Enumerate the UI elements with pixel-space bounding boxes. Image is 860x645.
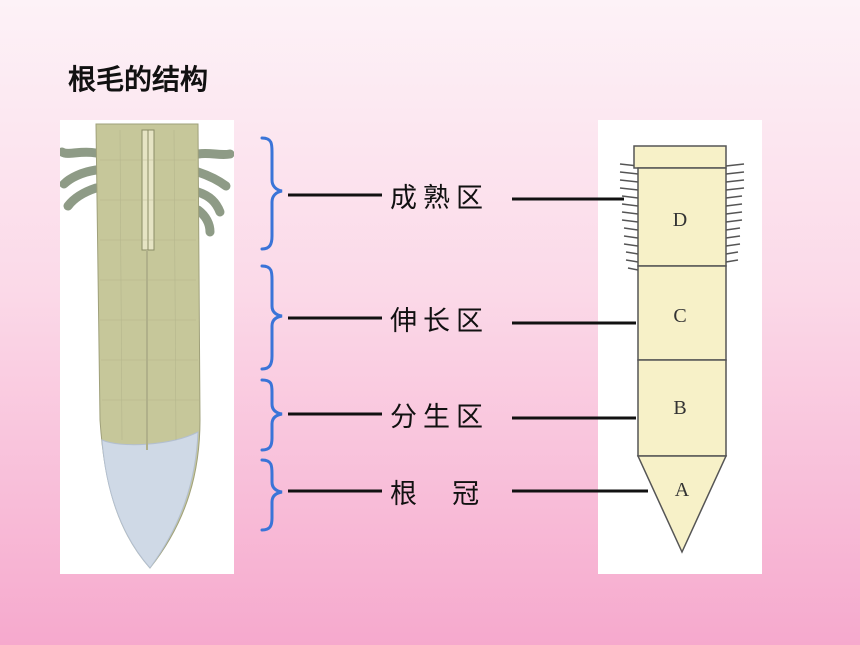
zone-a-block <box>636 455 728 554</box>
leader-lines <box>288 193 648 493</box>
root-hairs <box>57 147 235 237</box>
label-mature-zone: 成熟区 <box>390 183 489 214</box>
schematic-hairs-left <box>619 163 639 271</box>
zone-b-letter: B <box>673 397 686 419</box>
root-tip-photo <box>57 120 235 574</box>
zone-b-block <box>637 359 727 457</box>
bracket-mature-zone <box>260 136 283 251</box>
bracket-meristem-zone <box>260 378 283 452</box>
zone-d-block <box>637 167 727 267</box>
label-root-cap: 根 冠 <box>390 479 486 510</box>
bracket-elongation-zone <box>260 264 283 371</box>
zone-c-letter: C <box>673 305 686 327</box>
zone-brackets <box>260 136 283 532</box>
root-zone-schematic: D C B A <box>598 120 762 574</box>
label-elongation-zone: 伸长区 <box>390 306 489 337</box>
slide-title: 根毛的结构 <box>68 63 209 96</box>
zone-a-letter: A <box>675 479 690 501</box>
schematic-hairs-right <box>725 163 745 263</box>
zone-d-letter: D <box>673 209 687 231</box>
zone-c-block <box>637 265 727 361</box>
label-meristem-zone: 分生区 <box>390 402 489 433</box>
bracket-root-cap <box>260 458 283 532</box>
